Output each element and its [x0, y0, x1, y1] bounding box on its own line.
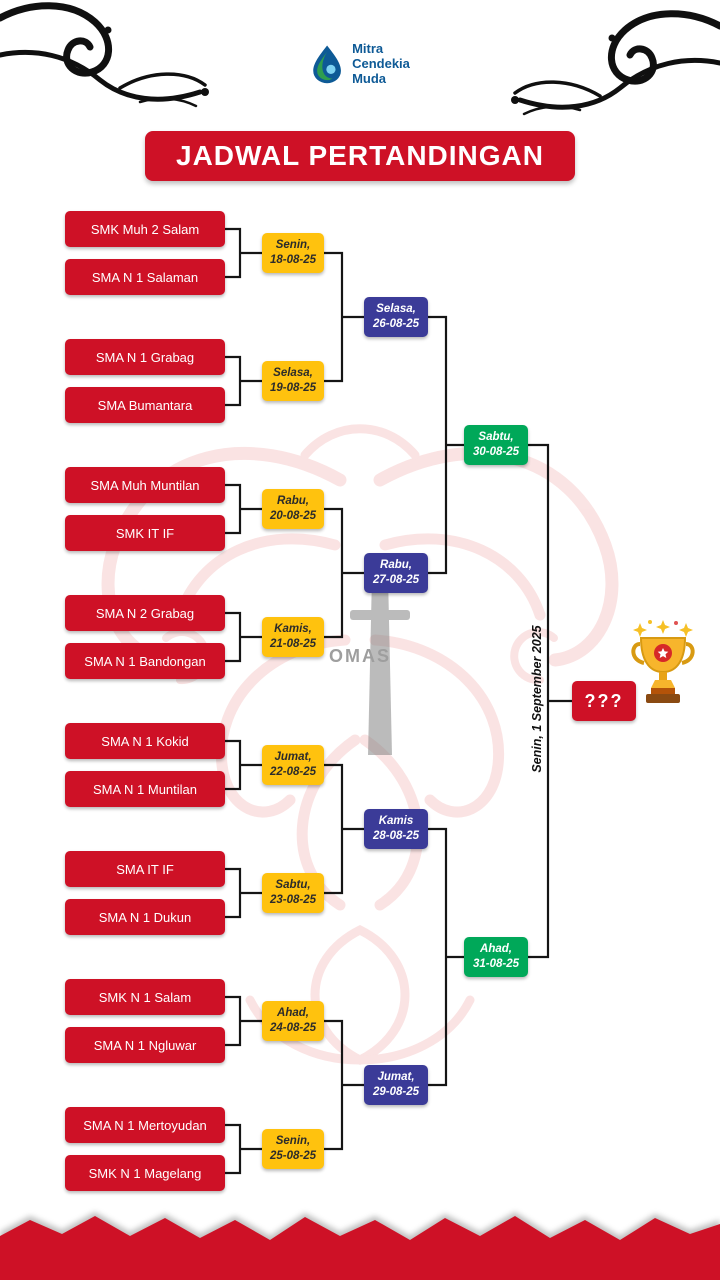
match-day: Jumat,: [274, 751, 312, 764]
match-date-box: Senin, 18-08-25: [262, 233, 324, 273]
team-box: SMK N 1 Magelang: [65, 1155, 225, 1191]
logo: Mitra Cendekia Muda: [310, 41, 410, 87]
round2-date-box: Selasa, 26-08-25: [364, 297, 428, 337]
match-date: 26-08-25: [372, 318, 420, 330]
match-day: Senin,: [275, 239, 311, 252]
match-date-box: Ahad, 24-08-25: [262, 1001, 324, 1041]
logo-line-3: Muda: [352, 70, 387, 86]
semifinal-date-box: Ahad, 31-08-25: [464, 937, 528, 977]
match-day: Rabu,: [277, 495, 309, 508]
flourish-left-icon: [0, 2, 209, 108]
match-day: Kamis,: [274, 623, 312, 636]
match-date: 20-08-25: [269, 510, 317, 522]
match-date: 28-08-25: [372, 830, 420, 842]
match-day: Selasa,: [376, 303, 416, 316]
match-date-box: Kamis, 21-08-25: [262, 617, 324, 657]
logo-drop-icon: [313, 45, 341, 84]
match-date: 31-08-25: [472, 958, 520, 970]
team-box: SMA IT IF: [65, 851, 225, 887]
match-date: 30-08-25: [472, 446, 520, 458]
round2-date-box: Rabu, 27-08-25: [364, 553, 428, 593]
team-box: SMA N 1 Bandongan: [65, 643, 225, 679]
match-day: Rabu,: [380, 559, 412, 572]
match-date: 23-08-25: [269, 894, 317, 906]
round2-date-box: Kamis 28-08-25: [364, 809, 428, 849]
match-day: Selasa,: [273, 367, 313, 380]
title-banner: JADWAL PERTANDINGAN: [145, 131, 575, 181]
match-date-box: Rabu, 20-08-25: [262, 489, 324, 529]
team-box: SMA Bumantara: [65, 387, 225, 423]
logo-text: Mitra Cendekia Muda: [352, 41, 410, 87]
team-box: SMA N 1 Salaman: [65, 259, 225, 295]
match-date: 19-08-25: [269, 382, 317, 394]
match-date: 25-08-25: [269, 1150, 317, 1162]
match-date-box: Jumat, 22-08-25: [262, 745, 324, 785]
match-date: 29-08-25: [372, 1086, 420, 1098]
match-day: Ahad,: [277, 1007, 309, 1020]
svg-text:OMAS: OMAS: [329, 646, 391, 666]
match-date: 18-08-25: [269, 254, 317, 266]
team-box: SMA N 1 Ngluwar: [65, 1027, 225, 1063]
page-title: JADWAL PERTANDINGAN: [176, 140, 544, 171]
final-label: ???: [584, 690, 624, 711]
match-date: 21-08-25: [269, 638, 317, 650]
torn-paper-edge: [0, 1212, 720, 1280]
match-day: Ahad,: [480, 943, 512, 956]
team-box: SMA N 1 Grabag: [65, 339, 225, 375]
logo-line-1: Mitra: [352, 41, 384, 56]
final-box: ???: [572, 681, 636, 721]
match-date-box: Selasa, 19-08-25: [262, 361, 324, 401]
team-box: SMA Muh Muntilan: [65, 467, 225, 503]
team-box: SMA N 2 Grabag: [65, 595, 225, 631]
match-date-box: Senin, 25-08-25: [262, 1129, 324, 1169]
team-box: SMA N 1 Dukun: [65, 899, 225, 935]
logo-line-2: Cendekia: [352, 55, 410, 71]
monument-watermark-icon: OMAS: [329, 575, 410, 755]
match-date: 27-08-25: [372, 574, 420, 586]
trophy-icon: [631, 620, 695, 703]
match-date-box: Sabtu, 23-08-25: [262, 873, 324, 913]
team-box: SMA N 1 Kokid: [65, 723, 225, 759]
match-day: Jumat,: [377, 1071, 415, 1084]
match-day: Senin,: [275, 1135, 311, 1148]
flourish-right-icon: [511, 10, 720, 116]
match-date: 22-08-25: [269, 766, 317, 778]
team-box: SMK Muh 2 Salam: [65, 211, 225, 247]
team-box: SMA N 1 Mertoyudan: [65, 1107, 225, 1143]
team-box: SMK IT IF: [65, 515, 225, 551]
final-date-vertical: Senin, 1 September 2025: [530, 625, 544, 773]
team-box: SMK N 1 Salam: [65, 979, 225, 1015]
match-date: 24-08-25: [269, 1022, 317, 1034]
semifinal-date-box: Sabtu, 30-08-25: [464, 425, 528, 465]
round2-date-box: Jumat, 29-08-25: [364, 1065, 428, 1105]
match-day: Sabtu,: [478, 431, 514, 444]
match-day: Kamis: [378, 815, 414, 828]
match-day: Sabtu,: [275, 879, 311, 892]
team-box: SMA N 1 Muntilan: [65, 771, 225, 807]
